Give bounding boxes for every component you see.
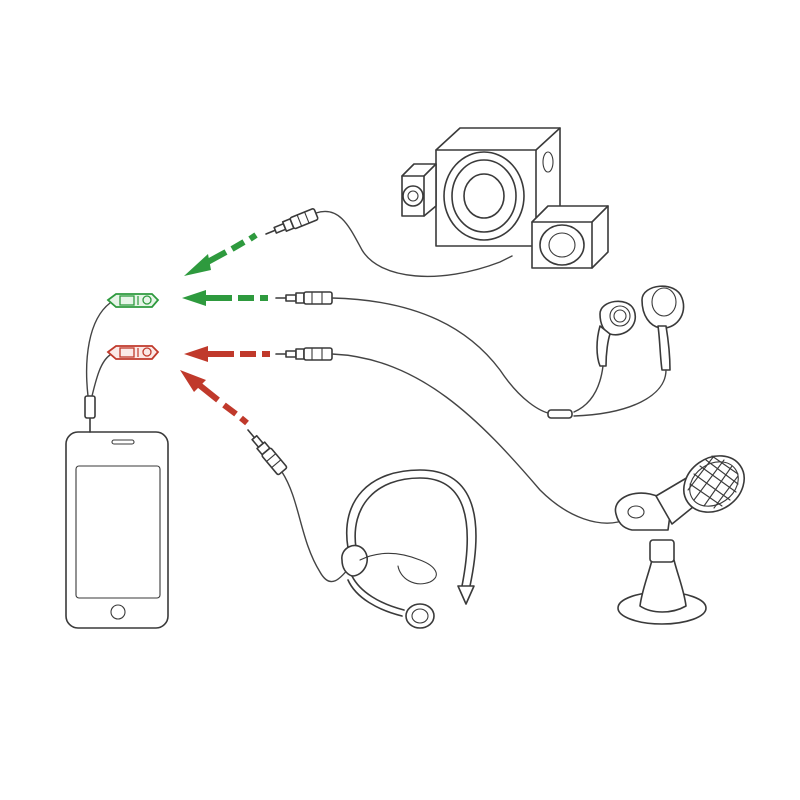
arrow-headset-red [180,370,249,426]
smartphone-icon [65,431,169,629]
arrow-speakers-green [184,232,258,276]
headset-microphone-icon [341,469,477,629]
splitter-cable [84,302,111,433]
desk-microphone-icon [614,455,745,625]
earphones-jack-plug [275,291,333,305]
arrow-desk-mic-red [184,346,270,362]
speakers-jack-plug [265,208,319,235]
desk-mic-jack-plug [275,347,333,361]
microphone-plug-icon [106,345,160,360]
arrow-earphones-green [182,290,268,306]
speaker-plug-icon [106,293,160,308]
earphones-icon [547,285,685,419]
speaker-set-icon [401,127,609,269]
headset-jack-plug [247,429,288,476]
